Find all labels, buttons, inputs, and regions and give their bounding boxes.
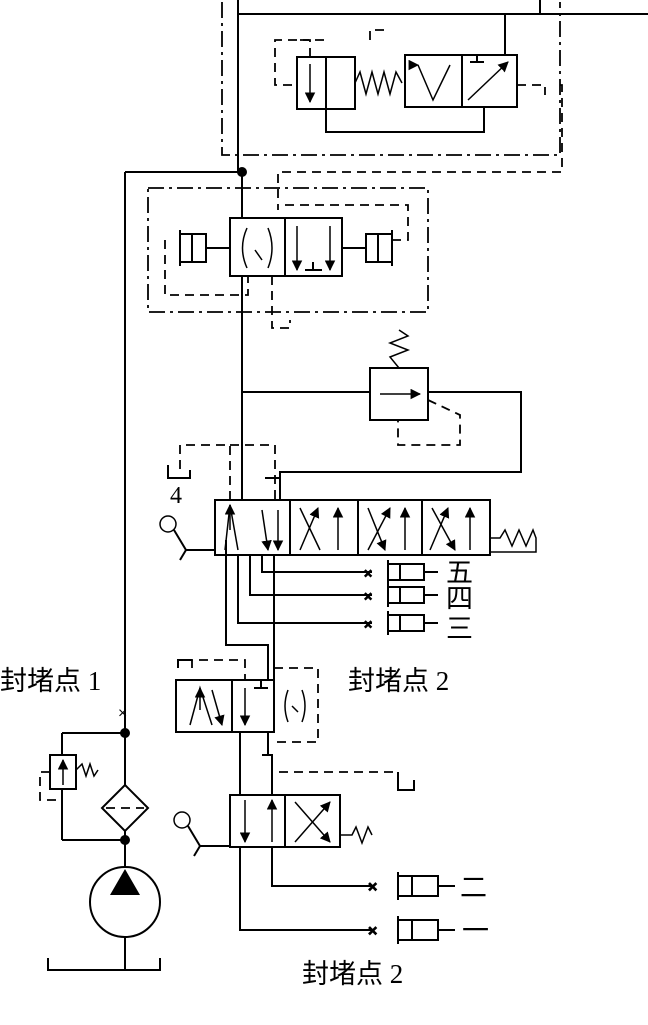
branch-lines-upper (225, 540, 372, 680)
middle-pilot-valve (175, 600, 372, 931)
cylinder-three: × (363, 611, 438, 635)
svg-text:×: × (368, 879, 377, 896)
label-4: 4 (170, 483, 182, 509)
label-two: 二 (460, 873, 487, 903)
cylinder-two: × (367, 872, 455, 900)
spring-icon (490, 528, 537, 553)
label-block-point-2-lower: 封堵点 2 (302, 959, 403, 989)
pump-filter-group: × (39, 705, 161, 971)
spring-icon (75, 761, 99, 779)
svg-text:×: × (364, 565, 372, 581)
spring-icon (387, 329, 411, 369)
spring-icon (340, 825, 373, 846)
label-one: 一 (462, 916, 489, 946)
label-four: 四 (446, 584, 473, 614)
pilot-operated-valve-module (147, 187, 429, 329)
lower-directional-valve (173, 754, 415, 887)
lever-handle-icon (173, 811, 191, 829)
cylinder-four: × (363, 583, 438, 607)
svg-text:×: × (364, 588, 372, 604)
svg-text:×: × (368, 923, 377, 940)
multi-way-valve (159, 444, 537, 561)
lever-handle-icon (159, 515, 177, 533)
cylinder-five: × (363, 560, 438, 584)
svg-text:×: × (118, 705, 127, 722)
label-block-point-1: 封堵点 1 (0, 666, 101, 696)
spring-icon (354, 69, 403, 97)
top-valve-module (221, 0, 648, 210)
svg-text:×: × (364, 616, 372, 632)
label-three: 三 (446, 614, 473, 644)
tank-icon (47, 958, 161, 971)
label-five: 五 (446, 558, 473, 588)
cylinder-one: × (367, 916, 455, 944)
label-block-point-2-upper: 封堵点 2 (348, 666, 449, 696)
relief-valve (242, 329, 522, 500)
